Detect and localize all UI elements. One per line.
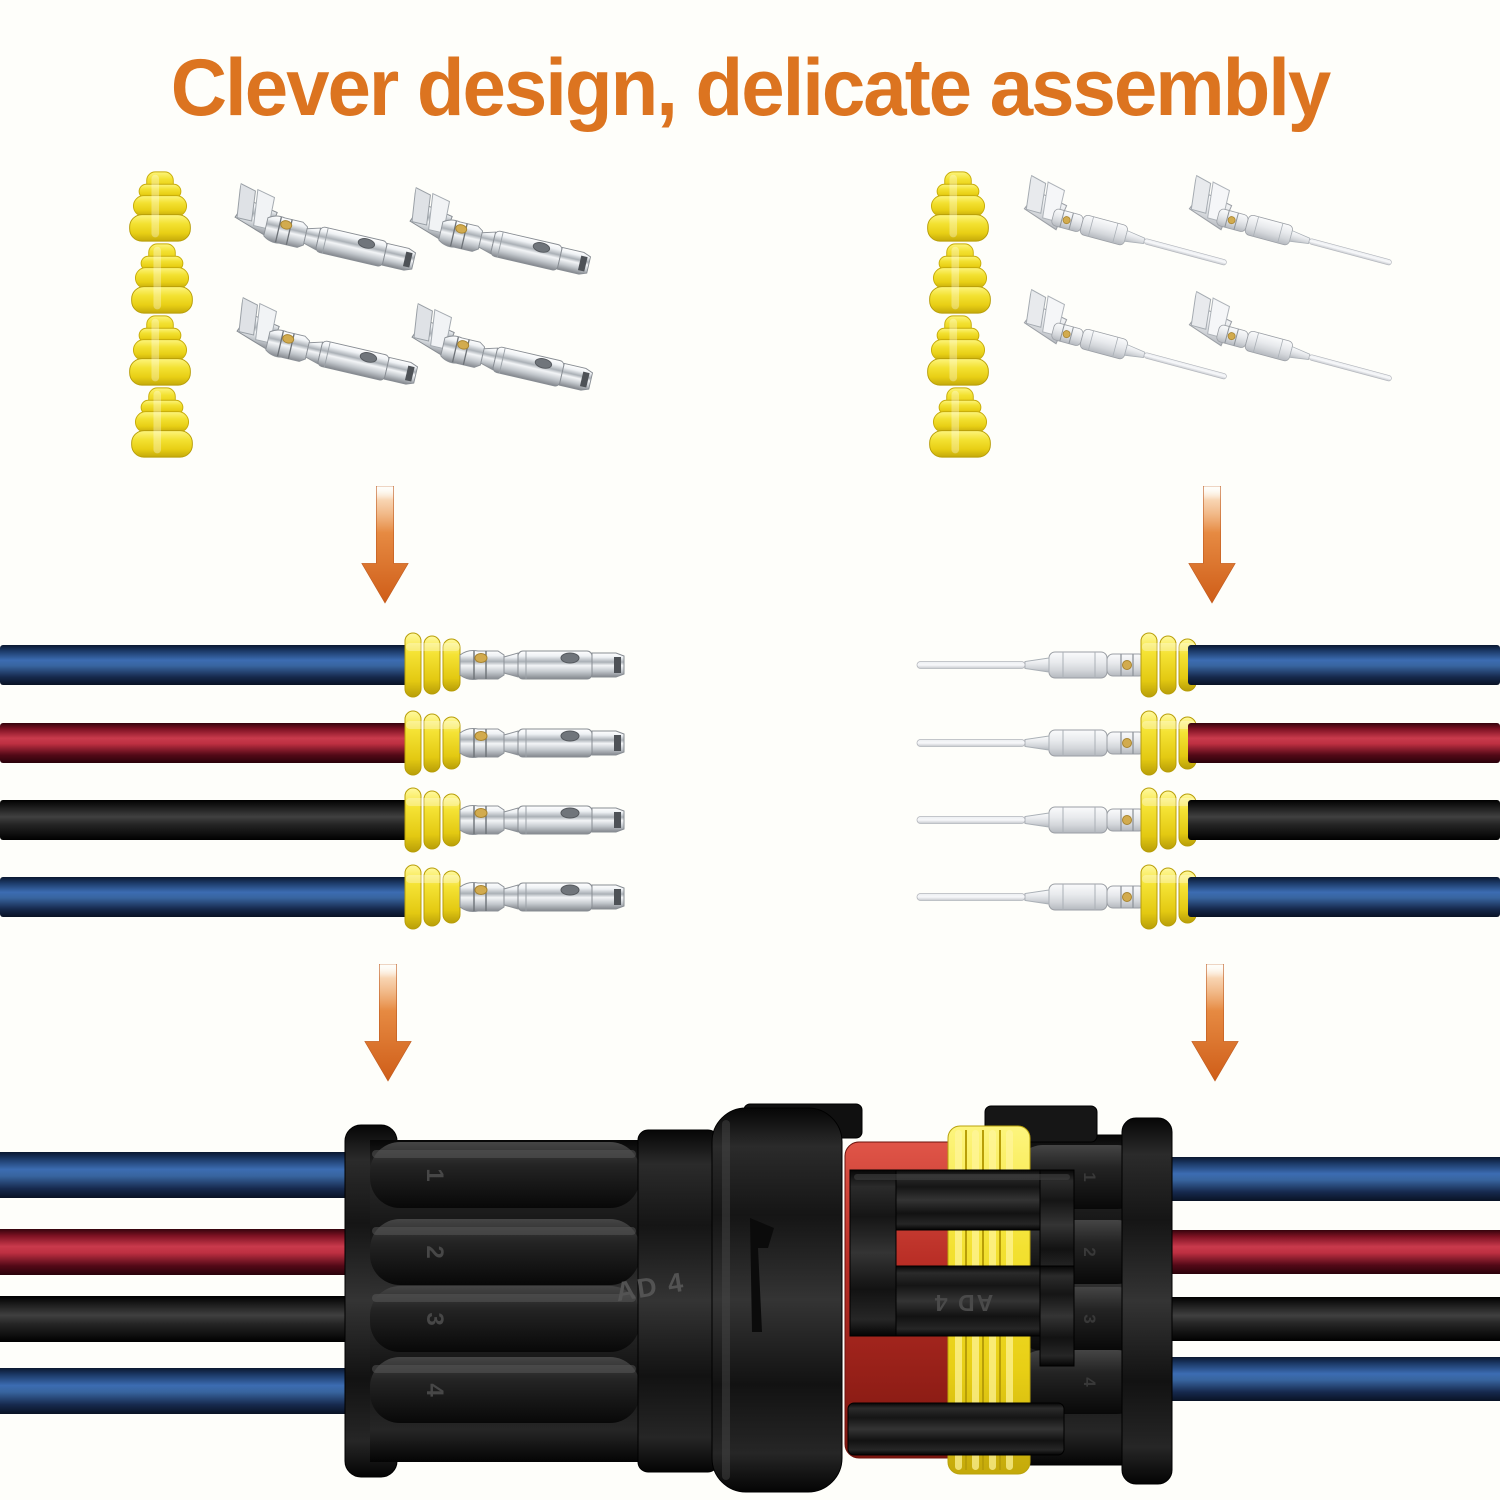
cavity-number: 4	[421, 1383, 448, 1397]
seal-icon	[128, 386, 196, 460]
down-arrow-icon	[364, 964, 412, 1082]
wire-blue	[0, 877, 418, 917]
wire-seal-icon	[404, 710, 462, 776]
pin-terminal-icon	[912, 723, 1147, 763]
seal-icon	[128, 242, 196, 316]
cavity-number: 1	[421, 1168, 448, 1181]
wire-blue	[0, 645, 418, 685]
wire-red	[0, 723, 418, 763]
cavity-number: 1	[1080, 1172, 1099, 1181]
seal-icon	[924, 314, 992, 388]
wire-seal-icon	[404, 632, 462, 698]
socket-terminal-icon	[225, 292, 429, 419]
cavity-number: 3	[1080, 1314, 1099, 1323]
pin-terminal-icon	[912, 877, 1147, 917]
socket-terminal-icon	[223, 178, 427, 305]
wire-seal-icon	[404, 864, 462, 930]
cavity-number: 2	[421, 1245, 448, 1258]
wire-seal-icon	[404, 787, 462, 853]
pin-terminal-icon	[912, 645, 1147, 685]
seal-icon	[926, 386, 994, 460]
male-cavity-numbers: 1 2 3 4	[421, 1168, 448, 1397]
female-cavity-numbers: 1 2 3 4	[1080, 1172, 1099, 1387]
seal-icon	[126, 314, 194, 388]
connector-model-label: AD 4	[933, 1290, 993, 1316]
connector-right-wires	[1148, 1157, 1500, 1401]
wire-black	[0, 800, 418, 840]
connector-male-housing: 1 2 3 4 AD 4	[344, 1103, 863, 1493]
wire-blue	[1188, 645, 1500, 685]
seal-icon	[924, 170, 992, 244]
wire-blue	[1188, 877, 1500, 917]
socket-terminal-icon	[458, 723, 626, 763]
cavity-number: 2	[1080, 1247, 1099, 1256]
cavity-number: 4	[1080, 1377, 1099, 1387]
socket-terminal-icon	[398, 182, 602, 309]
connector-latch: AD 4	[847, 1169, 1075, 1456]
down-arrow-icon	[361, 486, 409, 604]
connector-left-wires	[0, 1152, 368, 1414]
socket-terminal-icon	[458, 645, 626, 685]
socket-terminal-icon	[400, 298, 604, 425]
socket-terminal-icon	[458, 800, 626, 840]
page-title: Clever design, delicate assembly	[170, 41, 1332, 133]
down-arrow-icon	[1188, 486, 1236, 604]
socket-terminal-icon	[458, 877, 626, 917]
seal-icon	[126, 170, 194, 244]
down-arrow-icon	[1191, 964, 1239, 1082]
pin-terminal-icon	[912, 800, 1147, 840]
lock-lever	[750, 1218, 774, 1332]
connector-assembly: 1 2 3 4 1 2 3 4	[0, 1103, 1500, 1493]
cavity-number: 3	[421, 1312, 448, 1325]
wire-red	[1188, 723, 1500, 763]
wire-black	[1188, 800, 1500, 840]
seal-icon	[926, 242, 994, 316]
